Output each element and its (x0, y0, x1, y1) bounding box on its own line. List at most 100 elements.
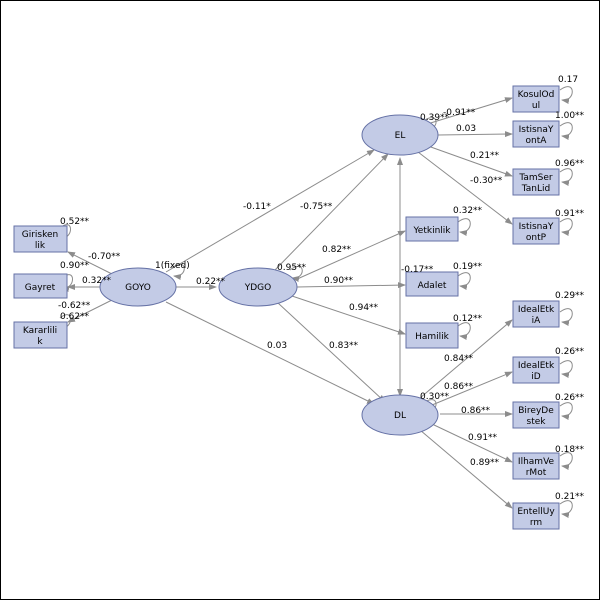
r2-idealetkia: 0.29** (555, 291, 585, 301)
coef-dl-entelluyrm: 0.89** (470, 458, 500, 468)
indicator-ilhamvermot-box (512, 452, 560, 480)
indicator-giriskenlik-line2: lik (35, 241, 46, 251)
r2-hamilik: 0.12** (453, 314, 483, 324)
indicator-ilhamvermot-line2: rMot (526, 468, 547, 478)
indicator-istisnayontp-box (512, 217, 560, 245)
latent-ydgo-ellipse (218, 267, 298, 307)
indicator-tamsertanlid-box (512, 168, 560, 196)
indicator-idealetkia[interactable]: IdealEtk iA (512, 300, 560, 328)
indicator-bireydestek-box (512, 401, 560, 429)
error-loop-ilhamvermot (559, 452, 573, 470)
indicator-istisnayonta-box (512, 120, 560, 148)
indicator-idealetkia-box (512, 300, 560, 328)
indicator-giriskenlik[interactable]: Girisken lik (13, 225, 68, 253)
indicator-istisnayontp-line1: IstisnaY (519, 222, 554, 232)
path-el-kosulodul (423, 97, 513, 126)
indicator-idealetkid-line1: IdealEtk (518, 361, 555, 371)
indicator-kararlilik[interactable]: Kararlili k (13, 321, 68, 349)
indicator-entelluyrm-box (512, 502, 560, 530)
indicator-hamilik[interactable]: Hamilik (405, 322, 459, 349)
indicator-entelluyrm[interactable]: EntellUy rm (512, 502, 560, 530)
latent-el-label: EL (395, 131, 406, 141)
error-loop-istisnayonta (559, 122, 573, 140)
coef-dl-idealetkid: 0.86** (444, 382, 474, 392)
coef-el-dl-covariance: -0.17** (401, 265, 434, 275)
r2-gayret: 0.90** (60, 261, 90, 271)
indicator-kosulodul-line1: KosulOd (518, 90, 555, 100)
error-loop-idealetkia (559, 308, 573, 326)
coef-dl-bireydestek: 0.86** (461, 406, 491, 416)
indicator-istisnayontp-line2: ontP (526, 233, 547, 243)
r2-adalet: 0.19** (453, 262, 483, 272)
coef-goyo-dl: 0.03 (267, 341, 287, 351)
error-loop-goyo (171, 263, 185, 280)
error-loop-adalet (457, 272, 471, 290)
indicator-hamilik-label: Hamilik (415, 332, 450, 342)
path-dl-entelluyrm (419, 429, 513, 509)
coef-goyo-el: -0.11* (243, 202, 271, 212)
indicator-bireydestek[interactable]: BireyDe stek (512, 401, 560, 429)
error-loop-kosulodul (559, 86, 573, 104)
path-goyo-giriskenlik (67, 251, 113, 275)
indicator-yetkinlik-label: Yetkinlik (413, 226, 452, 236)
coef-ydgo-yetkinlik: 0.82** (322, 245, 352, 255)
indicator-gayret-box (13, 273, 68, 299)
path-ydgo-adalet (296, 282, 406, 289)
r2-ydgo: 0.95** (277, 263, 307, 273)
coef-el-istisnayontp: -0.30** (470, 176, 503, 186)
error-loop-idealetkid (559, 360, 573, 378)
indicator-gayret[interactable]: Gayret (13, 273, 68, 299)
indicator-kararlilik-line1: Kararlili (23, 326, 57, 336)
error-loop-hamilik (457, 322, 471, 340)
indicator-kosulodul-line2: ul (532, 101, 540, 111)
coef-ydgo-hamilik: 0.94** (349, 303, 379, 313)
error-loop-entelluyrm (559, 500, 573, 518)
latent-el[interactable]: EL (361, 114, 439, 156)
indicator-tamsertanlid[interactable]: TamSer TanLid (512, 168, 560, 196)
coef-goyo-giriskenlik: -0.70** (88, 252, 121, 262)
indicator-istisnayonta-line1: IstisnaY (519, 125, 554, 135)
r2-goyo-fixed: 1(fixed) (155, 261, 190, 271)
r2-idealetkid: 0.26** (555, 347, 585, 357)
latent-goyo-ellipse (99, 267, 177, 307)
indicator-adalet[interactable]: Adalet (405, 271, 459, 297)
path-dl-idealetkid (431, 371, 513, 406)
indicator-bireydestek-line2: stek (527, 417, 547, 427)
path-dl-ilhamvermot (431, 423, 513, 463)
latent-ydgo[interactable]: YDGO (218, 267, 298, 307)
indicator-kosulodul-box (512, 85, 560, 113)
indicator-kararlilik-line2: k (37, 337, 43, 347)
indicator-yetkinlik[interactable]: Yetkinlik (405, 216, 459, 242)
indicator-ilhamvermot[interactable]: IlhamVe rMot (512, 452, 560, 480)
indicator-tamsertanlid-line2: TanLid (521, 184, 550, 194)
indicator-kararlilik-box (13, 321, 68, 349)
path-goyo-dl (165, 301, 375, 405)
latent-dl[interactable]: DL (361, 394, 439, 436)
path-ydgo-el (274, 153, 389, 271)
indicator-hamilik-box (405, 322, 459, 349)
indicator-istisnayonta-line2: ontA (526, 136, 548, 146)
path-el-tamsertanlid (427, 145, 513, 177)
r2-bireydestek: 0.26** (555, 393, 585, 403)
paths-layer (67, 97, 513, 509)
coef-el-tamsertanlid: 0.21** (470, 151, 500, 161)
indicator-entelluyrm-line2: rm (530, 518, 542, 528)
indicator-gayret-label: Gayret (25, 283, 56, 293)
indicator-idealetkid-box (512, 356, 560, 384)
r2-entelluyrm: 0.21** (555, 492, 585, 502)
latent-goyo[interactable]: GOYO (99, 267, 177, 307)
indicator-adalet-box (405, 271, 459, 297)
indicator-kosulodul[interactable]: KosulOd ul (512, 85, 560, 113)
r2-el: 0.39** (420, 113, 450, 123)
coefficient-labels-layer: -0.70** 0.32** -0.62** 0.22** -0.11* 0.0… (58, 108, 503, 468)
coef-ydgo-adalet: 0.90** (324, 276, 354, 286)
indicator-istisnayontp[interactable]: IstisnaY ontP (512, 217, 560, 245)
r2-ilhamvermot: 0.18** (555, 445, 585, 455)
indicator-idealetkid[interactable]: IdealEtk iD (512, 356, 560, 384)
coef-dl-ilhamvermot: 0.91** (468, 433, 498, 443)
indicator-istisnayonta[interactable]: IstisnaY ontA (512, 120, 560, 148)
path-ydgo-dl (277, 302, 386, 403)
error-loop-ydgo (289, 265, 303, 282)
error-loop-istisnayontp (559, 218, 573, 236)
